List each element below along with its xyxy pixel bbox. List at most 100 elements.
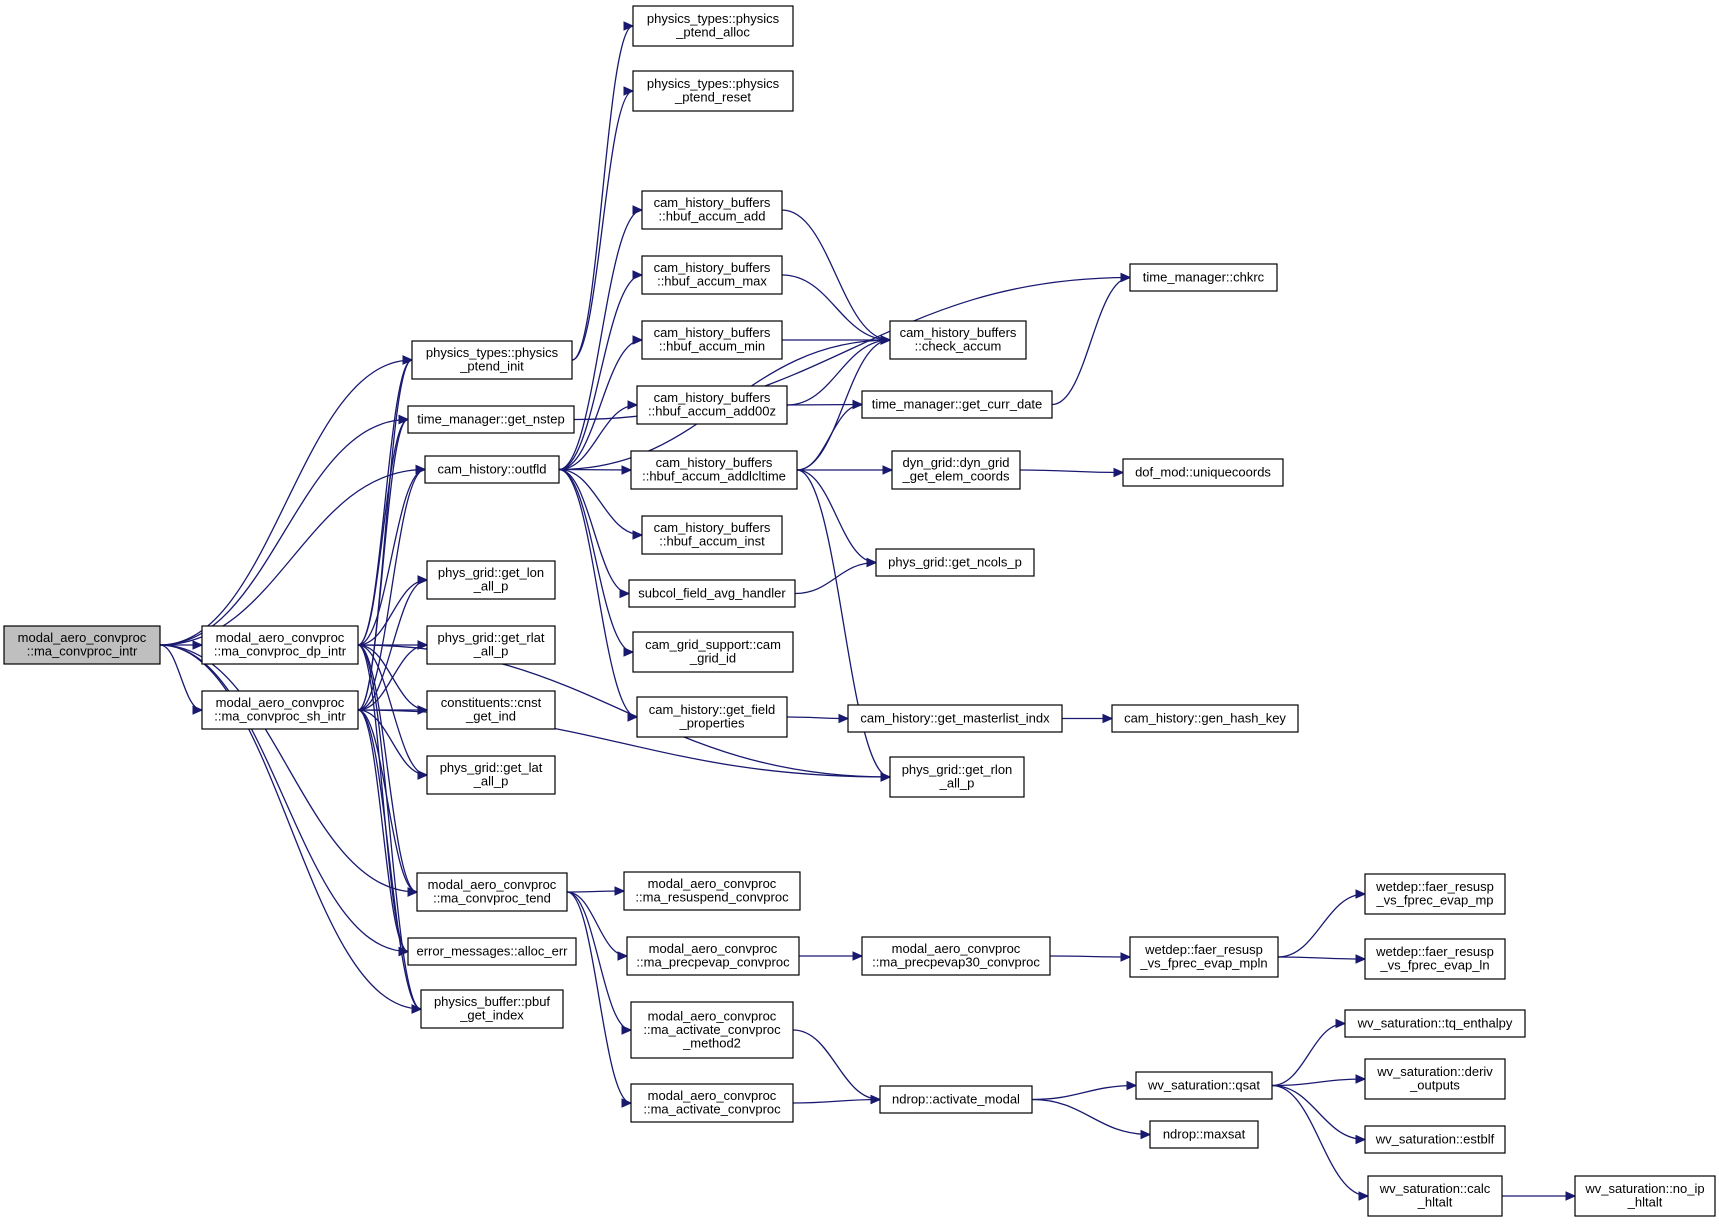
node-uniquecoords[interactable]: dof_mod::uniquecoords [1122, 458, 1284, 487]
node-cnst-get-ind[interactable]: constituents::cnst_get_ind [426, 690, 556, 730]
node-box [426, 755, 556, 795]
node-dp-intr[interactable]: modal_aero_convproc::ma_convproc_dp_intr [201, 625, 359, 665]
edge-activate-to-activate-modal [792, 1094, 882, 1105]
edge-sh-intr-to-convproc-tend [357, 709, 419, 897]
node-box [1344, 1009, 1526, 1038]
node-label: ::hbuf_accum_min [659, 339, 765, 354]
node-box [875, 548, 1035, 577]
node-accum-inst[interactable]: cam_history_buffers::hbuf_accum_inst [641, 515, 783, 555]
node-convproc-tend[interactable]: modal_aero_convproc::ma_convproc_tend [416, 872, 568, 912]
node-box [889, 756, 1025, 798]
edge-masterlist-to-hash-key [1062, 713, 1114, 724]
node-check-accum[interactable]: cam_history_buffers::check_accum [889, 320, 1027, 360]
node-box [628, 579, 796, 608]
node-qsat[interactable]: wv_saturation::qsat [1135, 1071, 1273, 1100]
node-activate-modal[interactable]: ndrop::activate_modal [879, 1085, 1033, 1114]
node-label: _hltalt [1417, 1195, 1453, 1210]
node-maxsat[interactable]: ndrop::maxsat [1149, 1120, 1259, 1149]
node-precpevap30[interactable]: modal_aero_convproc::ma_precpevap30_conv… [861, 936, 1051, 976]
node-label: wetdep::faer_resusp [1375, 879, 1494, 894]
node-deriv-outputs[interactable]: wv_saturation::deriv_outputs [1364, 1058, 1506, 1100]
node-accum-add[interactable]: cam_history_buffers::hbuf_accum_add [641, 190, 783, 230]
node-faer-mpln[interactable]: wetdep::faer_resusp_vs_fprec_evap_mpln [1129, 936, 1279, 978]
node-dyn-grid-coords[interactable]: dyn_grid::dyn_grid_get_elem_coords [891, 450, 1021, 490]
node-accum-addlcltime[interactable]: cam_history_buffers::hbuf_accum_addlclti… [630, 450, 798, 490]
node-box [641, 190, 783, 230]
node-get-nstep[interactable]: time_manager::get_nstep [407, 405, 575, 434]
node-get-ncols[interactable]: phys_grid::get_ncols_p [875, 548, 1035, 577]
node-chkrc[interactable]: time_manager::chkrc [1129, 263, 1278, 292]
node-label: ::ma_precpevap30_convproc [872, 955, 1040, 970]
edge-convproc-tend-to-activate-m2 [566, 891, 633, 1035]
node-faer-mp[interactable]: wetdep::faer_resusp_vs_fprec_evap_mp [1364, 873, 1506, 915]
node-outfld[interactable]: cam_history::outfld [424, 455, 560, 484]
node-cam-grid-id[interactable]: cam_grid_support::cam_grid_id [632, 631, 794, 673]
node-box [1149, 1120, 1259, 1149]
node-label: _get_index [459, 1008, 524, 1023]
edge-faer-mpln-to-faer-ln [1277, 954, 1367, 964]
node-box [626, 936, 800, 976]
node-get-field-props[interactable]: cam_history::get_field_properties [636, 696, 788, 738]
node-label: modal_aero_convproc [648, 1088, 777, 1103]
node-tq-enthalpy[interactable]: wv_saturation::tq_enthalpy [1344, 1009, 1526, 1038]
edge-activate-m2-to-activate-modal [792, 1029, 882, 1105]
node-label: ::ma_activate_convproc [643, 1022, 781, 1037]
node-calc-hltalt[interactable]: wv_saturation::calc_hltalt [1367, 1175, 1503, 1217]
node-box [416, 872, 568, 912]
node-estblf[interactable]: wv_saturation::estblf [1364, 1125, 1506, 1154]
node-label: _hltalt [1627, 1195, 1663, 1210]
node-subcol-handler[interactable]: subcol_field_avg_handler [628, 579, 796, 608]
node-ptend-alloc[interactable]: physics_types::physics_ptend_alloc [632, 5, 794, 47]
node-label: _method2 [682, 1035, 741, 1050]
node-label: ::ma_convproc_intr [27, 644, 138, 659]
node-root[interactable]: modal_aero_convproc::ma_convproc_intr [3, 625, 161, 665]
node-masterlist[interactable]: cam_history::get_masterlist_indx [847, 704, 1063, 733]
node-label: modal_aero_convproc [648, 1008, 777, 1023]
node-get-rlon[interactable]: phys_grid::get_rlon_all_p [889, 756, 1025, 798]
node-accum-min[interactable]: cam_history_buffers::hbuf_accum_min [641, 320, 783, 360]
node-hash-key[interactable]: cam_history::gen_hash_key [1111, 704, 1299, 733]
node-sh-intr[interactable]: modal_aero_convproc::ma_convproc_sh_intr [201, 690, 359, 730]
node-precpevap[interactable]: modal_aero_convproc::ma_precpevap_convpr… [626, 936, 800, 976]
node-faer-ln[interactable]: wetdep::faer_resusp_vs_fprec_evap_ln [1364, 938, 1506, 980]
edge-root-to-get-nstep [159, 414, 410, 646]
node-box [630, 450, 798, 490]
node-label: ::ma_convproc_tend [433, 891, 551, 906]
edge-calc-hltalt-to-no-ip-hltalt [1502, 1191, 1577, 1201]
node-label: _grid_id [689, 651, 736, 666]
node-label: _ptend_init [459, 359, 524, 374]
edge-outfld-to-get-field-props [558, 468, 639, 722]
node-label: cam_history::outfld [437, 461, 546, 476]
node-get-lat[interactable]: phys_grid::get_lat_all_p [426, 755, 556, 795]
node-box [630, 1083, 794, 1123]
edge-sh-intr-to-get-lon [357, 575, 429, 711]
node-no-ip-hltalt[interactable]: wv_saturation::no_ip_hltalt [1574, 1175, 1716, 1217]
node-label: wv_saturation::qsat [1147, 1077, 1260, 1092]
edge-dp-intr-to-get-nstep [357, 414, 410, 646]
node-label: ::hbuf_accum_add00z [648, 404, 776, 419]
node-box [426, 625, 556, 665]
node-ptend-init[interactable]: physics_types::physics_ptend_init [411, 340, 573, 380]
node-activate[interactable]: modal_aero_convproc::ma_activate_convpro… [630, 1083, 794, 1123]
node-box [861, 936, 1051, 976]
node-label: cam_history_buffers [654, 390, 771, 405]
node-get-rlat[interactable]: phys_grid::get_rlat_all_p [426, 625, 556, 665]
node-pbuf-get-index[interactable]: physics_buffer::pbuf_get_index [420, 989, 564, 1029]
node-resuspend[interactable]: modal_aero_convproc::ma_resuspend_convpr… [623, 871, 801, 911]
node-accum-add00z[interactable]: cam_history_buffers::hbuf_accum_add00z [636, 385, 788, 425]
node-accum-max[interactable]: cam_history_buffers::hbuf_accum_max [641, 255, 783, 295]
node-get-lon[interactable]: phys_grid::get_lon_all_p [426, 560, 556, 600]
node-alloc-err[interactable]: error_messages::alloc_err [407, 937, 577, 966]
node-box [1364, 873, 1506, 915]
node-get-curr-date[interactable]: time_manager::get_curr_date [861, 390, 1053, 419]
node-box [1111, 704, 1299, 733]
node-label: ndrop::maxsat [1163, 1126, 1246, 1141]
node-label: _get_elem_coords [902, 469, 1010, 484]
node-box [861, 390, 1053, 419]
node-box [3, 625, 161, 665]
node-activate-m2[interactable]: modal_aero_convproc::ma_activate_convpro… [630, 1001, 794, 1059]
node-label: constituents::cnst [441, 695, 542, 710]
node-label: dyn_grid::dyn_grid [903, 455, 1010, 470]
edge-dp-intr-to-convproc-tend [357, 644, 419, 897]
node-ptend-reset[interactable]: physics_types::physics_ptend_reset [632, 70, 794, 112]
